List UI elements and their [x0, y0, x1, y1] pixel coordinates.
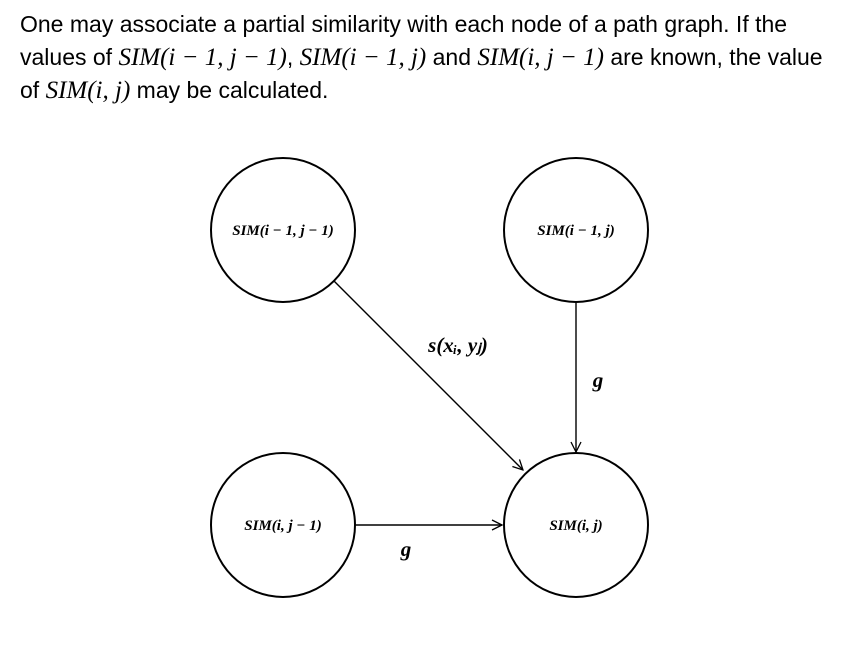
- node-label-bottom-left: SIM(i, j − 1): [244, 518, 321, 534]
- intro-part-2: are known, the value of: [20, 44, 823, 103]
- intro-and: and: [426, 44, 478, 70]
- node-label-top-right: SIM(i − 1, j): [537, 223, 614, 239]
- intro-text: One may associate a partial similarity w…: [20, 8, 830, 107]
- intro-math-4: SIM(i, j): [45, 77, 131, 104]
- edge-label-vertical: g: [592, 368, 604, 392]
- intro-math-1: SIM(i − 1, j − 1): [118, 44, 287, 71]
- edge-label-diagonal: s(xᵢ, yⱼ): [427, 333, 488, 357]
- intro-math-3: SIM(i, j − 1): [477, 44, 604, 71]
- intro-separator: ,: [286, 44, 300, 70]
- intro-part-1: One may associate a partial similarity w…: [20, 11, 788, 70]
- node-bottom-left: [210, 452, 356, 598]
- node-top-right: [503, 157, 649, 303]
- edge-label-horizontal: g: [400, 537, 412, 561]
- node-label-top-left: SIM(i − 1, j − 1): [232, 223, 334, 239]
- intro-part-3: may be calculated.: [130, 77, 329, 103]
- node-bottom-right: [503, 452, 649, 598]
- node-top-left: [210, 157, 356, 303]
- node-label-bottom-right: SIM(i, j): [549, 518, 602, 534]
- edge-diagonal: [333, 280, 523, 470]
- intro-math-2: SIM(i − 1, j): [299, 44, 427, 71]
